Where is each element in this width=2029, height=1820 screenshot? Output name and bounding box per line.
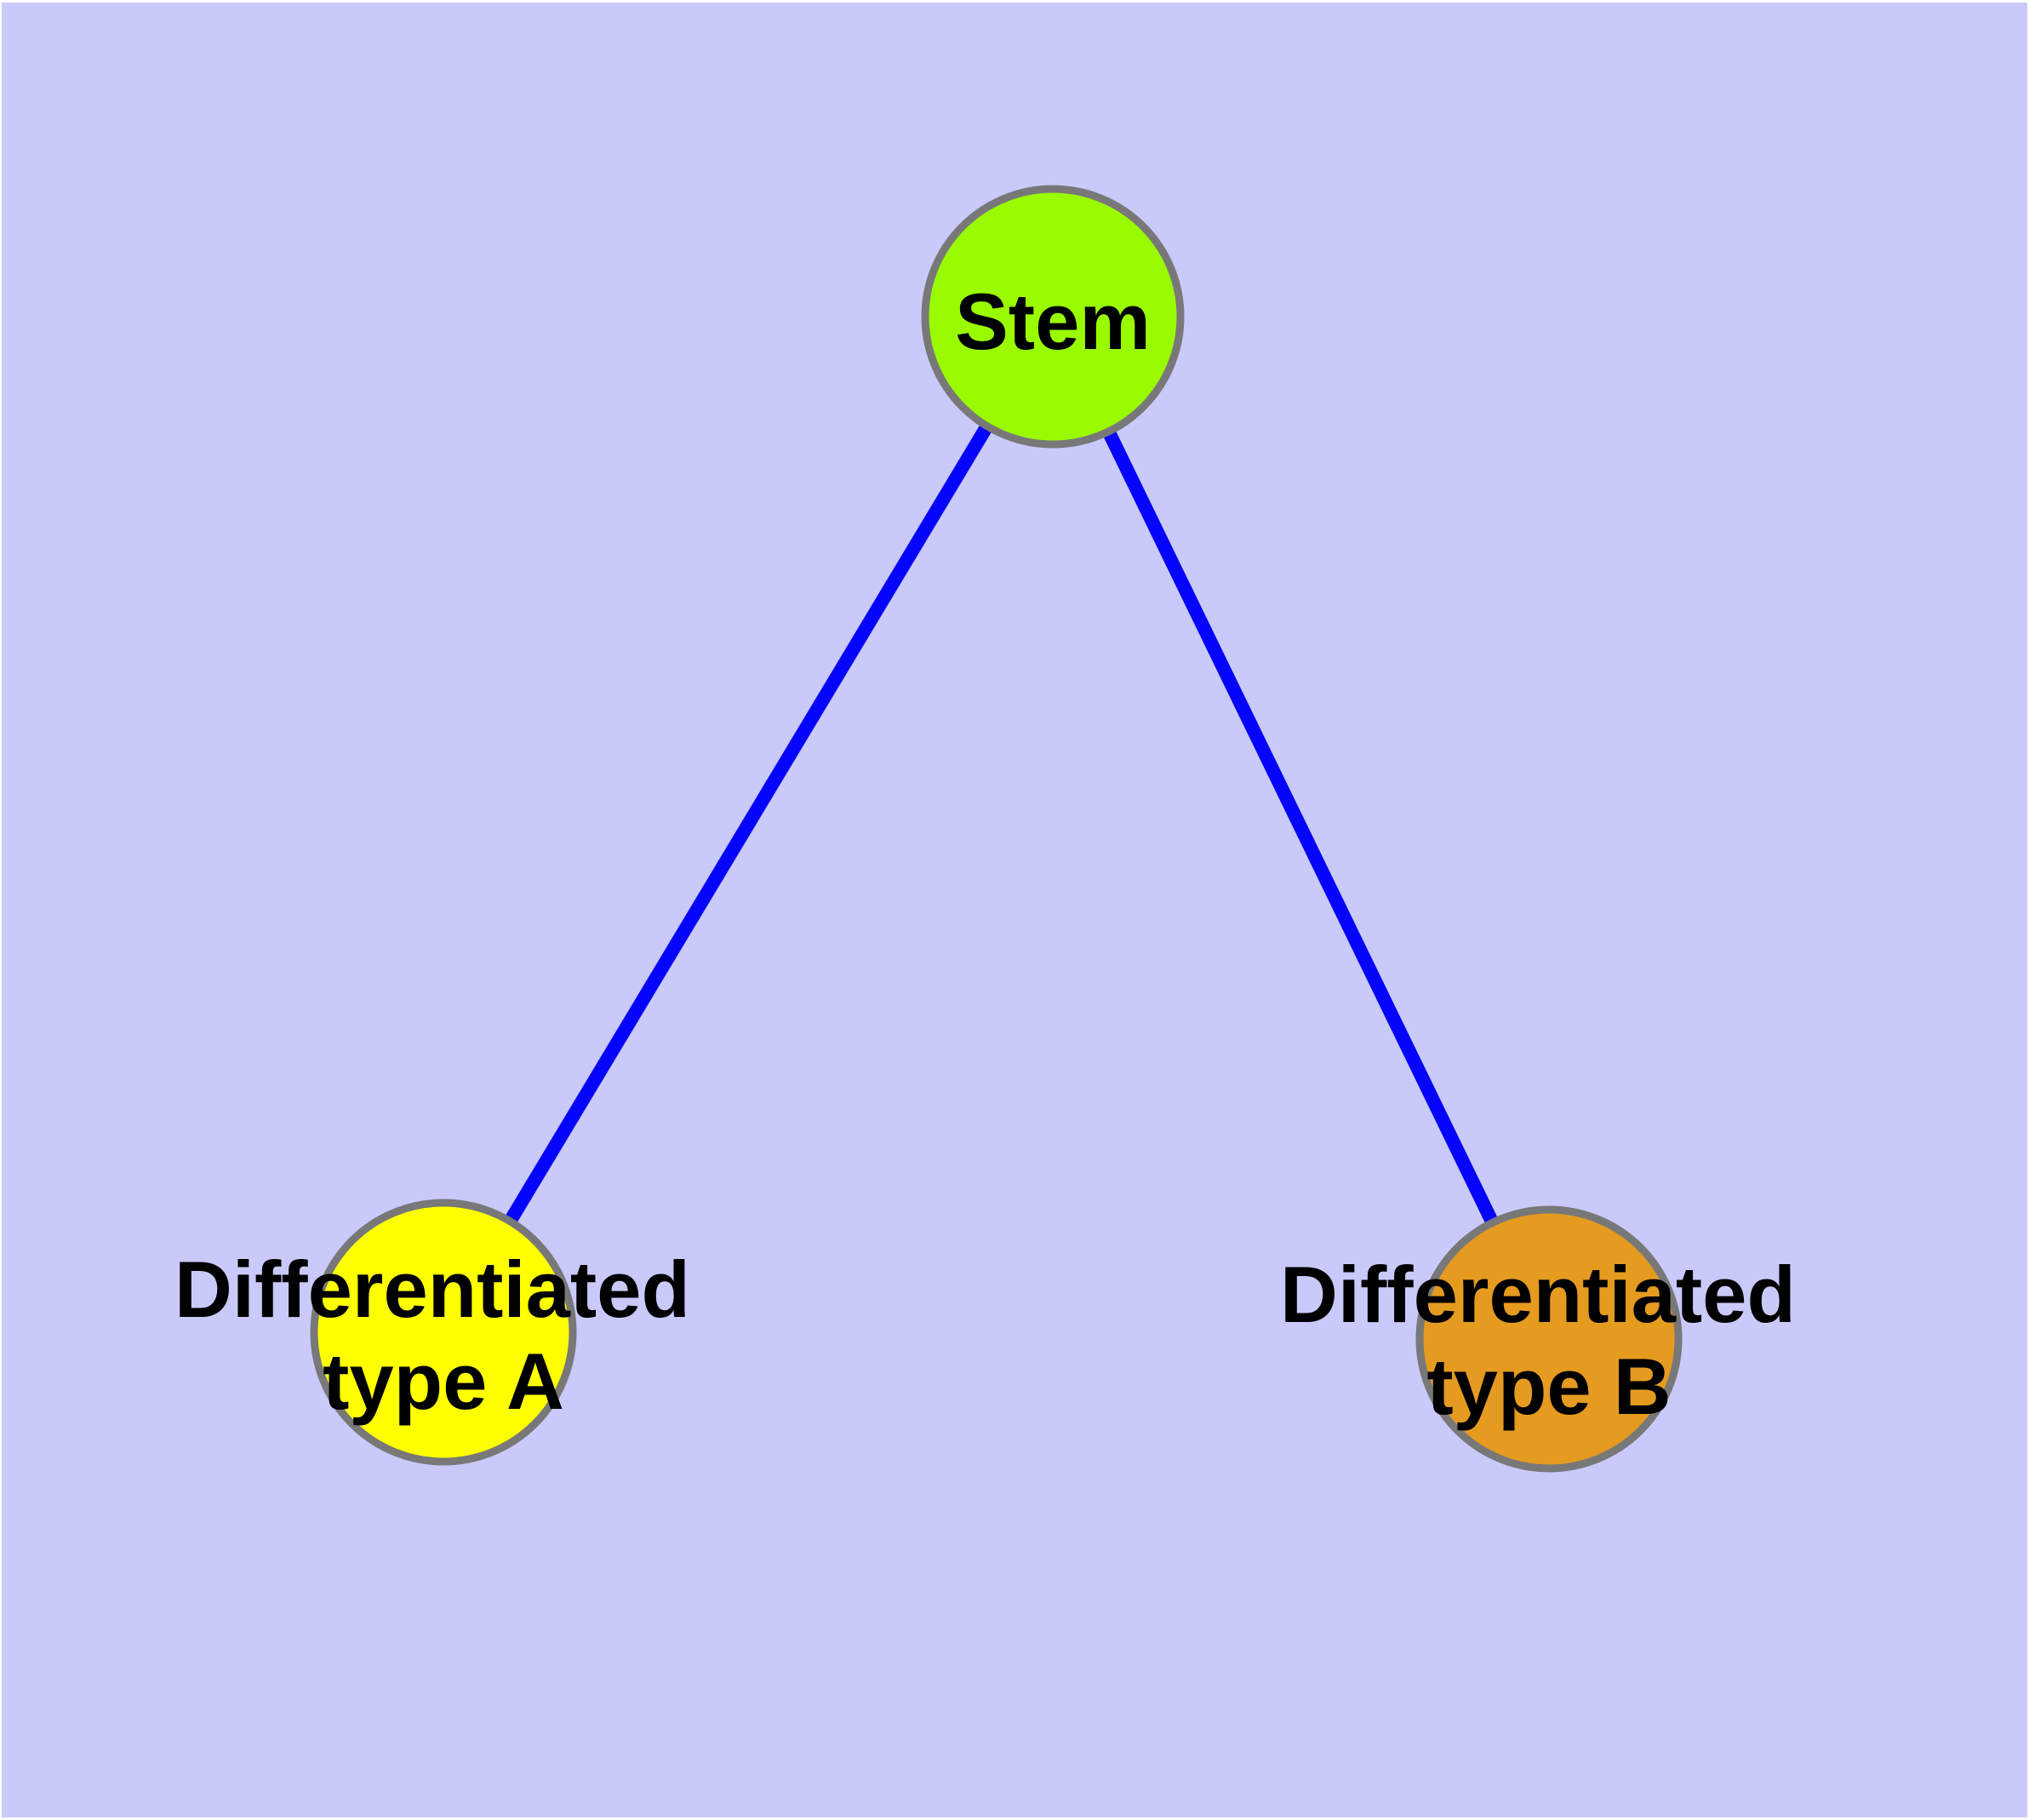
type-a-node	[310, 1199, 577, 1466]
type-a-label-line2: type A	[323, 1336, 564, 1426]
type-a-node-label: Differentiated type A	[174, 1245, 712, 1426]
stem-node-label: Stem	[955, 277, 1151, 366]
type-a-label-line1: Differentiated	[174, 1245, 690, 1334]
edge-stem-to-type-b	[1046, 313, 1556, 1342]
node-group	[310, 185, 1683, 1473]
type-b-node	[1415, 1205, 1683, 1473]
edge-group	[437, 312, 1556, 1342]
stem-node	[921, 185, 1185, 449]
edge-stem-to-type-a	[437, 312, 1059, 1336]
type-b-node-label: Differentiated type B	[1280, 1250, 1818, 1431]
type-b-label-line2: type B	[1426, 1342, 1671, 1431]
label-group: Stem Differentiated type A Differentiate…	[174, 277, 1818, 1431]
type-b-label-line1: Differentiated	[1280, 1250, 1796, 1339]
